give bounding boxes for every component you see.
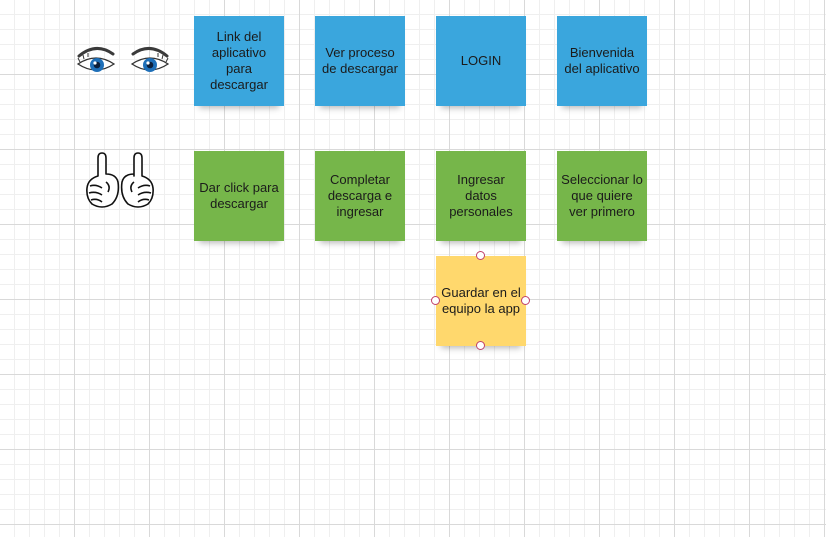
note-text: Ingresar datos personales — [449, 172, 513, 219]
note-text: Bienvenida del aplicativo — [564, 45, 640, 76]
resize-handle-right[interactable] — [521, 296, 530, 305]
sticky-note[interactable]: Bienvenida del aplicativo — [557, 16, 647, 106]
sticky-note[interactable]: Seleccionar lo que quiere ver primero — [557, 151, 647, 241]
note-text: Link del aplicativo para descargar — [210, 29, 268, 92]
sticky-note-selected[interactable]: Guardar en el equipo la app — [436, 256, 526, 346]
sticky-note[interactable]: Dar click para descargar — [194, 151, 284, 241]
resize-handle-left[interactable] — [431, 296, 440, 305]
note-text: Ver proceso de descargar — [322, 45, 398, 76]
note-text: Dar click para descargar — [199, 180, 279, 211]
sticky-note[interactable]: Completar descarga e ingresar — [315, 151, 405, 241]
resize-handle-top[interactable] — [476, 251, 485, 260]
note-text: LOGIN — [460, 53, 502, 68]
thumbs-up-hands-icon — [86, 152, 154, 208]
resize-handle-bottom[interactable] — [476, 341, 485, 350]
sticky-note[interactable]: Ingresar datos personales — [436, 151, 526, 241]
sticky-note[interactable]: LOGIN — [436, 16, 526, 106]
note-text: Completar descarga e ingresar — [327, 172, 393, 219]
note-text: Guardar en el equipo la app — [441, 285, 521, 316]
sticky-note[interactable]: Link del aplicativo para descargar — [194, 16, 284, 106]
eyes-icon — [76, 47, 170, 72]
sticky-note[interactable]: Ver proceso de descargar — [315, 16, 405, 106]
note-text: Seleccionar lo que quiere ver primero — [561, 172, 643, 219]
